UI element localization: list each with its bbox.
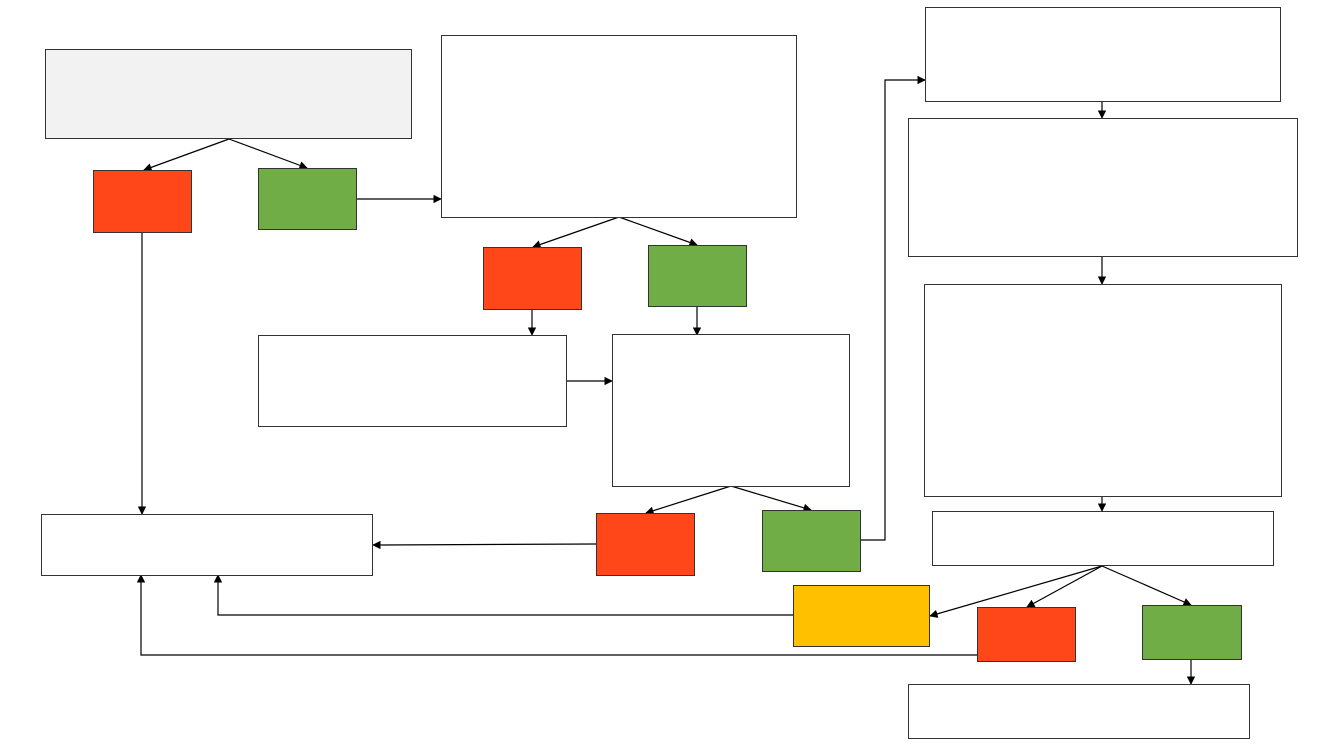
edge-p2-no-to-end-left [372, 540, 597, 550]
right-box-1 [925, 7, 1281, 102]
edge-process-1-to-yes [618, 216, 698, 247]
start-box [45, 49, 412, 139]
right-box-2 [908, 118, 1298, 257]
edge-right-4-to-no [1026, 565, 1103, 608]
process-box-1 [441, 35, 797, 218]
end-right-box [908, 684, 1250, 739]
right-box-3 [924, 284, 1282, 497]
process-box-2 [612, 334, 850, 487]
edge-process-2-to-yes [730, 485, 812, 512]
edge-process-1-to-no [532, 216, 620, 249]
right-maybe [793, 585, 930, 647]
edge-right-4-to-yes [1101, 565, 1192, 606]
process-1-no [483, 247, 582, 310]
edge-p2-yes-to-right-1 [860, 75, 926, 541]
mid-left-box [258, 335, 567, 427]
right-box-4 [932, 511, 1274, 566]
process-1-yes [648, 245, 747, 307]
edge-start-to-no [143, 138, 230, 172]
edge-process-2-to-no [645, 485, 732, 515]
process-2-no [596, 513, 695, 576]
process-2-yes [762, 510, 861, 572]
start-yes [258, 168, 357, 230]
edge-right-no-to-end-left [136, 574, 977, 656]
start-no [93, 170, 192, 233]
right-yes [1142, 605, 1242, 660]
edge-right-4-to-maybe [929, 565, 1103, 618]
end-left-box [41, 514, 373, 576]
edge-maybe-to-end-left [213, 574, 793, 616]
edge-start-to-yes [228, 138, 308, 170]
right-no [977, 607, 1076, 662]
